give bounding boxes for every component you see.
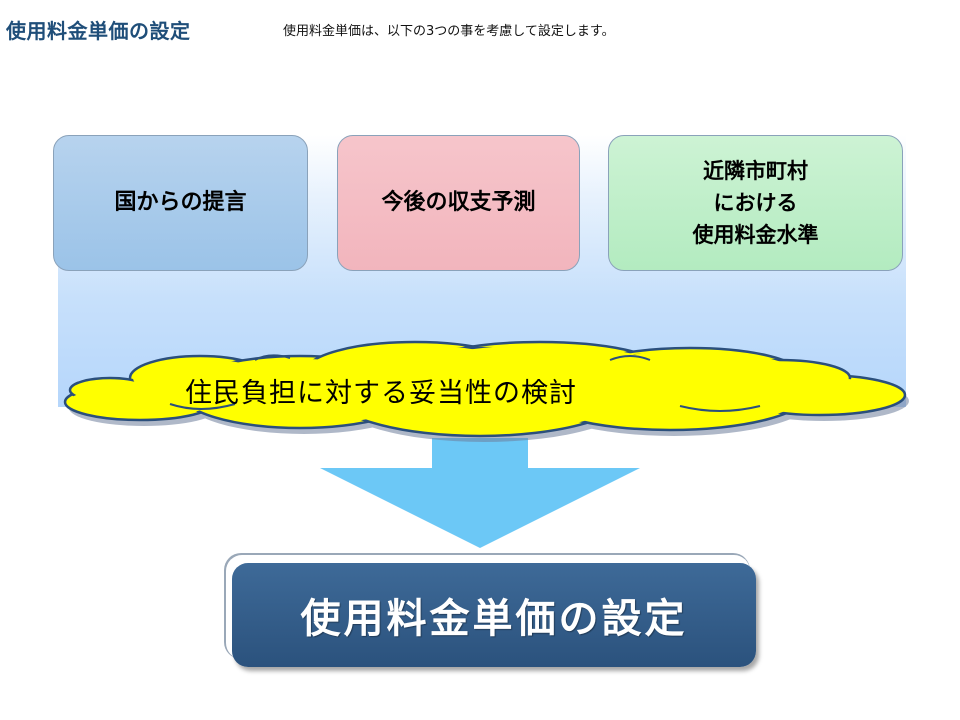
result-label: 使用料金単価の設定 <box>300 596 688 642</box>
factor-box-neighboring-rates: 近隣市町村 における 使用料金水準 <box>608 135 903 271</box>
result-box: 使用料金単価の設定 <box>232 563 756 667</box>
slide-title: 使用料金単価の設定 <box>6 19 191 43</box>
factor-label-neighboring-line-1: 近隣市町村 <box>703 159 808 183</box>
factor-label-recommendation: 国からの提言 <box>114 190 247 215</box>
consideration-label: 住民負担に対する妥当性の検討 <box>185 378 577 409</box>
slide-header: 使用料金単価の設定 使用料金単価は、以下の3つの事を考慮して設定します。 <box>6 16 946 48</box>
factor-label-forecast: 今後の収支予測 <box>381 190 536 215</box>
factor-label-neighboring-line-2: における <box>713 191 798 215</box>
factor-box-forecast: 今後の収支予測 <box>337 135 580 271</box>
slide-subtitle: 使用料金単価は、以下の3つの事を考慮して設定します。 <box>283 24 615 39</box>
down-arrow-icon <box>320 438 640 548</box>
factor-label-neighboring-line-3: 使用料金水準 <box>692 223 819 247</box>
factor-box-recommendation: 国からの提言 <box>53 135 308 271</box>
